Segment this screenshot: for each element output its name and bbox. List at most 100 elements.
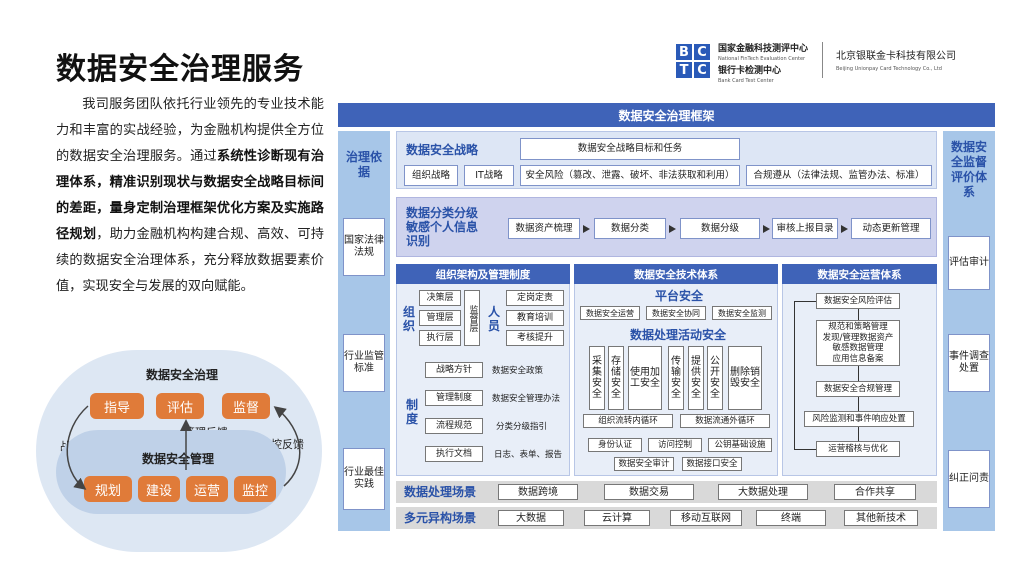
classify-step-5: 动态更新管理 [851, 218, 931, 239]
ops-loop-line [794, 301, 816, 302]
logo-letter: C [694, 44, 710, 60]
company-cn: 北京银联金卡科技有限公司 [836, 51, 956, 62]
rule-desc-1: 数据安全政策 [492, 366, 544, 376]
loop-internal: 组织流转内循环 [583, 414, 673, 428]
org1-cn: 国家金融科技测评中心 [718, 44, 809, 54]
strategy-goal: 数据安全战略目标和任务 [520, 138, 740, 160]
org1-en: National FinTech Evaluation Center [718, 56, 806, 62]
intro-paragraph: 我司服务团队依托行业领先的专业技术能力和丰富的实战经验，为金融机构提供全方位的数… [56, 92, 324, 300]
activity-publish: 公开安全 [707, 346, 723, 410]
page-title: 数据安全治理服务 [56, 52, 304, 87]
activity-transfer: 传输安全 [668, 346, 684, 410]
cycle-box-build: 建设 [138, 476, 180, 502]
activity-collect: 采集安全 [589, 346, 605, 410]
org-head: 组织架构及管理制度 [396, 264, 570, 284]
arrow-right-icon [763, 225, 770, 233]
left-col-head: 治理依据 [346, 150, 383, 179]
rule-desc-2: 数据安全管理办法 [492, 394, 561, 404]
ops-policy: 规范和策略管理 发现/管理数据资产 敏感数据管理 应用信息备案 [816, 320, 900, 366]
strategy-it: IT战略 [464, 165, 514, 186]
cycle-box-guide: 指导 [90, 393, 144, 419]
strategy-risk: 安全风险（篡改、泄露、破坏、非法获取和利用） [520, 165, 740, 186]
scene1-item-2: 数据交易 [604, 484, 694, 500]
tech-head: 数据安全技术体系 [574, 264, 778, 284]
cycle-box-operate: 运营 [186, 476, 228, 502]
ops-connector [858, 309, 859, 320]
right-col-head: 数据安全监督评价体系 [950, 140, 987, 199]
activity-store: 存储安全 [608, 346, 624, 410]
org-layer-manage: 管理层 [419, 310, 461, 326]
arrow-right-icon [841, 225, 848, 233]
base-interface: 数据接口安全 [682, 457, 742, 471]
strategy-org: 组织战略 [404, 165, 458, 186]
cycle-bottom-title: 数据安全管理 [142, 452, 215, 466]
logo-letter: B [676, 44, 692, 60]
strategy-compliance: 合规遵从（法律法规、监管办法、标准） [746, 165, 932, 186]
cycle-box-monitor: 监控 [234, 476, 276, 502]
logo-divider [822, 42, 823, 78]
platform-monitor: 数据安全监测 [712, 306, 772, 320]
base-auth: 身份认证 [588, 438, 642, 452]
scene2-item-2: 云计算 [584, 510, 650, 526]
cycle-box-evaluate: 评估 [156, 393, 204, 419]
org-layer-execute: 执行层 [419, 330, 461, 346]
intro-part-1: 我司服务团队依托行业领先的专业技术能力和丰富的实战经验，为金融机构提供全方位的数… [56, 97, 324, 164]
org2-en: Bank Card Test Center [718, 78, 774, 84]
staff-duty: 定岗定责 [506, 290, 564, 306]
classify-step-2: 数据分类 [594, 218, 666, 239]
rule-process: 流程规范 [425, 418, 483, 434]
bctc-logo-icon: B C T C [676, 44, 710, 78]
staff-label: 人员 [488, 305, 501, 333]
ops-risk-assessment: 数据安全风险评估 [816, 293, 900, 309]
org-layer-supervise: 监督层 [464, 290, 480, 346]
left-item-law: 国家法律法规 [343, 218, 385, 276]
base-access: 访问控制 [648, 438, 702, 452]
ops-loop-line [794, 449, 816, 450]
org2-cn: 银行卡检测中心 [718, 66, 782, 76]
ops-connector [858, 427, 859, 441]
platform-ops: 数据安全运营 [580, 306, 640, 320]
left-item-practice: 行业最佳实践 [343, 448, 385, 510]
process-head: 数据处理活动安全 [630, 328, 727, 342]
company-name: 北京银联金卡科技有限公司 Beijing Unionpay Card Techn… [836, 51, 956, 75]
org-layer-decision: 决策层 [419, 290, 461, 306]
scene2-item-4: 终端 [756, 510, 826, 526]
loop-external: 数据流通外循环 [680, 414, 770, 428]
rule-document: 执行文档 [425, 446, 483, 462]
base-pki: 公钥基础设施 [708, 438, 772, 452]
staff-training: 教育培训 [506, 310, 564, 326]
classify-step-1: 数据资产梳理 [508, 218, 580, 239]
classify-head: 数据分类分级敏感个人信息识别 [406, 206, 479, 248]
rule-management: 管理制度 [425, 390, 483, 406]
ops-incident: 风险监测和事件响应处置 [804, 411, 914, 427]
org-label: 组织 [403, 305, 416, 333]
arrow-right-icon [583, 225, 590, 233]
ops-compliance: 数据安全合规管理 [816, 381, 900, 397]
cycle-box-plan: 规划 [84, 476, 132, 502]
cycle-top-title: 数据安全治理 [146, 368, 219, 382]
logo-letter: T [676, 62, 692, 78]
right-item-incident: 事件调查处置 [948, 334, 990, 392]
rule-desc-4: 日志、表单、报告 [494, 450, 563, 460]
activity-delete: 删除销毁安全 [728, 346, 762, 410]
ops-connector [858, 397, 859, 411]
scene1-item-1: 数据跨境 [498, 484, 578, 500]
scene2-item-1: 大数据 [498, 510, 564, 526]
rule-desc-3: 分类分级指引 [496, 422, 548, 432]
ops-loop-line [794, 301, 795, 449]
logo-letter: C [694, 62, 710, 78]
platform-head: 平台安全 [655, 289, 704, 303]
cycle-arrows [66, 405, 301, 490]
right-item-accountability: 纠正问责 [948, 450, 990, 508]
company-en: Beijing Unionpay Card Technology Co., Lt… [836, 66, 942, 72]
rule-label: 制度 [406, 398, 419, 426]
left-item-regulation: 行业监管标准 [343, 334, 385, 392]
rule-strategy: 战略方针 [425, 362, 483, 378]
scene2-item-5: 其他新技术 [844, 510, 918, 526]
classify-step-3: 数据分级 [680, 218, 760, 239]
right-item-audit: 评估审计 [948, 236, 990, 290]
staff-assessment: 考核提升 [506, 330, 564, 346]
scene1-head: 数据处理场景 [404, 485, 477, 499]
base-audit: 数据安全审计 [614, 457, 674, 471]
classify-step-4: 审核上报目录 [772, 218, 838, 239]
